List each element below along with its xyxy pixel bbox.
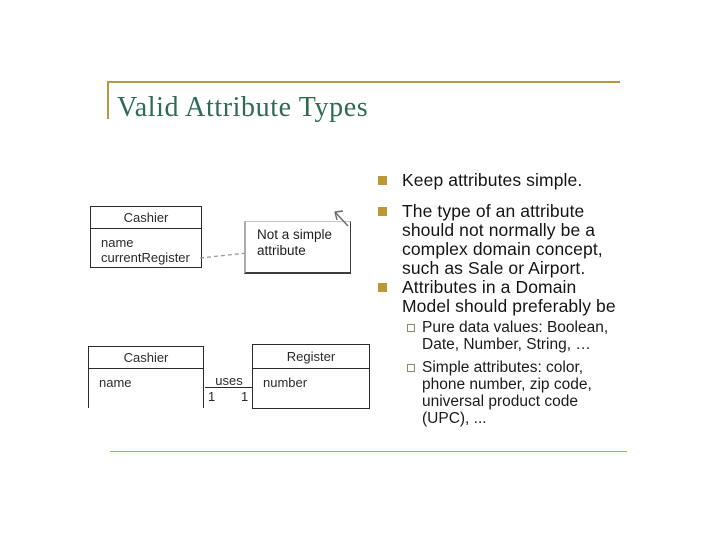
- bullet-line: (UPC), ...: [422, 410, 487, 427]
- class-attribute: name: [101, 235, 134, 250]
- class-box-cashier-top: Cashier name currentRegister: [90, 206, 202, 268]
- class-title: Cashier: [91, 207, 201, 229]
- bullet-line: Attributes in a Domain: [402, 277, 577, 297]
- dashed-connector-line: [199, 252, 248, 259]
- bullet-line: complex domain concept,: [402, 239, 603, 259]
- bullet-line: phone number, zip code,: [422, 376, 592, 393]
- sub-bullet-item: Pure data values: Boolean, Date, Number,…: [407, 319, 634, 353]
- multiplicity-left: 1: [208, 389, 216, 404]
- bullet-line: Date, Number, String, …: [422, 336, 591, 353]
- class-attribute: currentRegister: [101, 250, 190, 265]
- sub-bullet-square-icon: [407, 364, 415, 372]
- class-attribute: number: [263, 375, 308, 390]
- class-title: Cashier: [89, 347, 203, 369]
- bullet-line: universal product code: [422, 393, 578, 410]
- multiplicity-right: 1: [241, 389, 249, 404]
- note-text: Not a simple: [257, 227, 333, 242]
- bullet-line: Pure data values: Boolean,: [422, 319, 609, 336]
- bullet-line: such as Sale or Airport.: [402, 258, 586, 278]
- class-box-cashier-bottom: Cashier name: [88, 346, 204, 408]
- note-text: attribute: [257, 243, 306, 258]
- class-box-register: Register number: [252, 344, 370, 409]
- bullet-square-icon: [378, 176, 387, 185]
- bullet-item: Attributes in a Domain Model should pref…: [378, 278, 634, 316]
- sub-bullet-square-icon: [407, 324, 415, 332]
- slide-title: Valid Attribute Types: [117, 92, 369, 123]
- bullet-line: The type of an attribute: [402, 201, 585, 221]
- bullet-line: Keep attributes simple.: [402, 170, 583, 190]
- bullet-line: should not normally be a: [402, 220, 596, 240]
- left-accent-rule: [107, 81, 109, 119]
- top-accent-rule: [107, 81, 620, 83]
- bullet-list: Keep attributes simple. The type of an a…: [378, 171, 634, 427]
- bullet-item: The type of an attribute should not norm…: [378, 202, 634, 278]
- note-fold-arrow-icon: [334, 210, 349, 227]
- sub-bullet-item: Simple attributes: color, phone number, …: [407, 359, 634, 427]
- bullet-square-icon: [378, 207, 387, 216]
- bullet-square-icon: [378, 283, 387, 292]
- bullet-line: Simple attributes: color,: [422, 359, 584, 376]
- note-box: Not a simple attribute: [244, 221, 351, 274]
- association-label: uses: [215, 373, 243, 388]
- association-line: [205, 387, 253, 388]
- class-attribute: name: [99, 375, 132, 390]
- bullet-item: Keep attributes simple.: [378, 171, 634, 190]
- class-title: Register: [253, 345, 369, 369]
- bottom-accent-rule: [110, 451, 627, 452]
- bullet-line: Model should preferably be: [402, 296, 616, 316]
